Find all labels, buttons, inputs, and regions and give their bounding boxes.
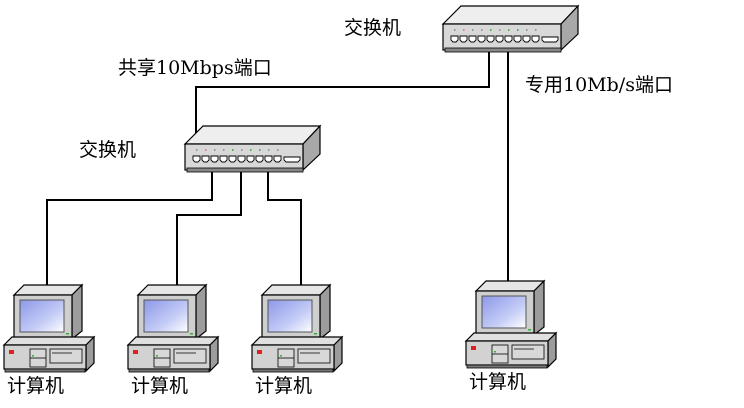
wire-computer-3 [267,166,302,287]
computer-3-icon [251,284,343,373]
computer-3-label: 计算机 [255,375,313,397]
computer-2-label: 计算机 [131,375,189,397]
computer-4-label: 计算机 [469,371,527,393]
mid-switch-icon [184,125,321,173]
computer-4-icon [465,280,557,369]
wires [46,42,509,287]
dedicated-port-label: 专用10Mb/s端口 [525,74,673,96]
wire-shared-uplink [195,42,490,152]
computer-2-icon [127,284,219,373]
wire-computer-1 [46,166,213,287]
shared-port-label: 共享10Mbps端口 [118,57,272,79]
computer-1-label: 计算机 [7,375,65,397]
top-switch-label: 交换机 [344,17,402,39]
mid-switch-label: 交换机 [79,139,137,161]
wire-computer-2 [176,166,242,287]
computer-1-icon [3,284,95,373]
top-switch-icon [442,5,579,53]
